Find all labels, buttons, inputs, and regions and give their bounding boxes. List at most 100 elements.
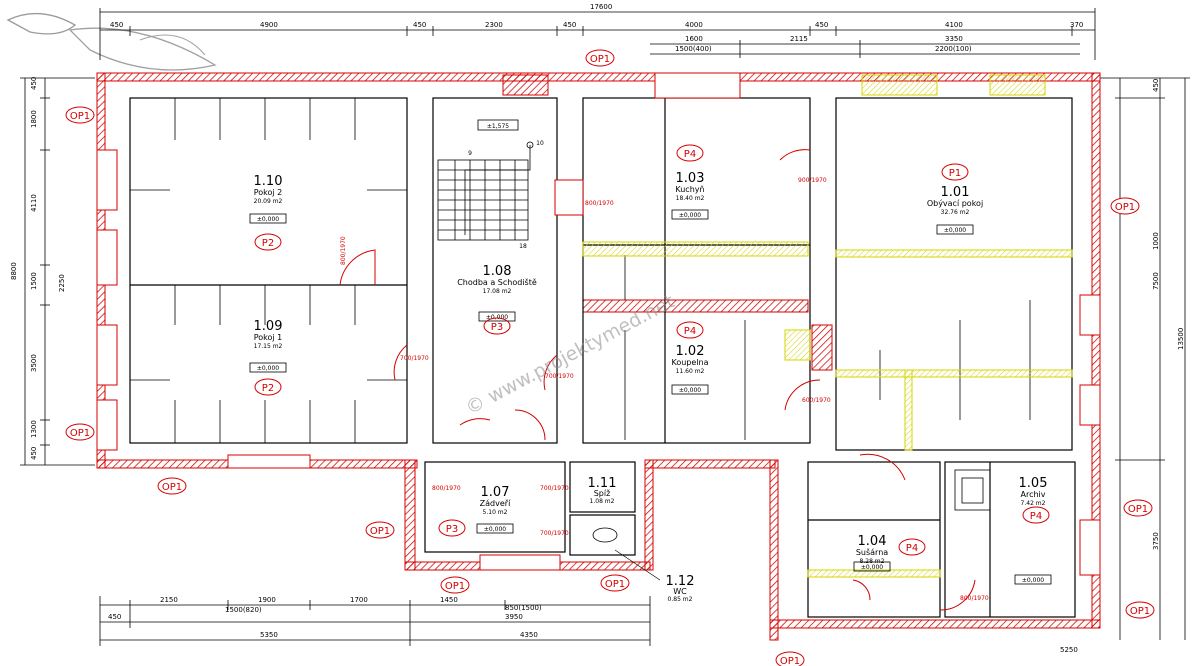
room-number: 1.09: [254, 319, 283, 334]
room-1-09: 1.09 Pokoj 1 17.15 m2 ±0,000 P2: [249, 319, 287, 396]
dim-top3-2: 2200(100): [935, 45, 972, 53]
wall-tag-5: OP1: [370, 526, 390, 537]
watermark-text: © www.projektymed.net: [462, 291, 678, 420]
dim-bottom-1: 2150: [160, 596, 178, 604]
floor-tag: P4: [684, 149, 696, 160]
dim-left-4: 1500: [30, 272, 38, 290]
room-number: 1.03: [676, 171, 705, 186]
dim-right-4: 13500: [1177, 328, 1185, 350]
dim-top-6: 4000: [685, 21, 703, 29]
room-number: 1.04: [858, 534, 887, 549]
dim-top2-1: 1600: [685, 35, 703, 43]
room-name: Koupelna: [671, 358, 708, 367]
dim-left-1: 450: [30, 77, 38, 90]
floor-tag: P3: [446, 524, 458, 535]
room-1-04: 1.04 Sušárna 8.28 m2 ±0,000 P4: [853, 534, 926, 572]
bottom-dimensions: [99, 596, 651, 646]
room-1-05: 1.05 Archiv 7.42 m2 P4 ±0,000: [1014, 476, 1052, 585]
room-number: 1.11: [588, 476, 617, 491]
room-level: ±0,000: [861, 564, 883, 571]
door-label-8: 700/1970: [540, 530, 569, 537]
room-number: 1.01: [941, 185, 970, 200]
dim-top-9: 370: [1070, 21, 1083, 29]
dim-top2-3: 3350: [945, 35, 963, 43]
room-level: ±0,000: [944, 227, 966, 234]
dim-top2-2: 2115: [790, 35, 808, 43]
wall-tag-9: OP1: [1128, 504, 1148, 515]
leaf-logo-icon: [6, 12, 217, 71]
door-label-10: 800/1970: [432, 485, 461, 492]
floor-tag: P4: [684, 326, 696, 337]
room-level: ±0,000: [257, 216, 279, 223]
room-1-10: 1.10 Pokoj 2 20.09 m2 ±0,000 P2: [249, 174, 287, 251]
room-name: Archiv: [1020, 490, 1045, 499]
room-number: 1.02: [676, 344, 705, 359]
stair-count: 18: [519, 243, 527, 250]
floor-tag: P4: [1030, 511, 1042, 522]
dim-left-6: 1300: [30, 420, 38, 438]
door-label-2: 700/1970: [400, 355, 429, 362]
yellow-lintels: [582, 74, 1073, 578]
room-level: ±0,000: [1022, 577, 1044, 584]
dim-bottom-10: 4350: [520, 631, 538, 639]
stair-steps-top: 9: [468, 150, 472, 157]
dim-top-1: 450: [110, 21, 123, 29]
right-dimensions: [1100, 77, 1190, 640]
room-1-08: 1.08 Chodba a Schodiště 17.08 m2 ±0,000 …: [457, 264, 537, 335]
room-area: 17.08 m2: [483, 288, 512, 295]
door-label-4: 800/1970: [585, 200, 614, 207]
staircase: [437, 119, 534, 241]
stair-steps-bottom: 10: [536, 140, 544, 147]
dim-right-3: 7500: [1152, 272, 1160, 290]
dim-top-7: 450: [815, 21, 828, 29]
wall-tag-7: OP1: [605, 579, 625, 590]
dim-top-3: 450: [413, 21, 426, 29]
dim-bottom-6: 1500(820): [225, 606, 262, 614]
door-label-3: 700/1970: [545, 373, 574, 380]
room-name: Chodba a Schodiště: [457, 277, 537, 287]
room-area: 8.28 m2: [860, 558, 885, 565]
wall-tag-11: OP1: [780, 656, 800, 666]
dim-left-3: 4110: [30, 194, 38, 212]
door-label-1: 800/1970: [340, 236, 347, 265]
room-level: ±0,000: [486, 314, 508, 321]
door-label-7: 700/1970: [540, 485, 569, 492]
dim-left-7: 450: [30, 447, 38, 460]
wall-tag-10: OP1: [1130, 606, 1150, 617]
stair-level: ±1,575: [487, 123, 509, 130]
room-1-11: 1.11 Spíž 1.08 m2: [588, 476, 617, 505]
room-name: Sušárna: [856, 547, 888, 557]
floor-tag: P4: [906, 543, 918, 554]
floor-tag: P3: [491, 322, 503, 333]
room-number: 1.08: [483, 264, 512, 279]
floor-tag: P2: [262, 383, 274, 394]
room-name: Pokoj 2: [254, 188, 283, 197]
top-dimensions: [99, 8, 1096, 60]
room-name: Spíž: [594, 489, 611, 498]
dim-bottom-5: 850(1500): [505, 604, 542, 612]
room-area: 18.40 m2: [676, 195, 705, 202]
room-1-01: P1 1.01 Obývací pokoj 32.76 m2 ±0,000: [927, 163, 983, 235]
dim-top3-1: 1500(400): [675, 45, 712, 53]
dim-left-8: 2250: [58, 274, 66, 292]
dim-left-overall: 8800: [10, 262, 18, 280]
room-name: Obývací pokoj: [927, 199, 983, 208]
room-area: 32.76 m2: [941, 209, 970, 216]
fixtures: [592, 469, 991, 543]
room-number: 1.12: [666, 574, 695, 589]
room-1-03: P4 1.03 Kuchyň 18.40 m2 ±0,000: [671, 144, 709, 220]
room-name: Kuchyň: [675, 184, 704, 194]
dim-bottom-7: 450: [108, 613, 121, 621]
floor-tag: P1: [949, 168, 961, 179]
left-dimensions: [20, 77, 95, 466]
room-area: 0.85 m2: [668, 596, 693, 603]
dim-left-5: 3500: [30, 354, 38, 372]
dim-top-2: 4900: [260, 21, 278, 29]
room-area: 20.09 m2: [254, 198, 283, 205]
wall-tags: OP1 OP1 OP1 OP1 OP1 OP1 OP1 OP1 OP1 OP1 …: [65, 49, 1155, 666]
dim-bottom-2: 1900: [258, 596, 276, 604]
room-area: 17.15 m2: [254, 343, 283, 350]
room-name: Pokoj 1: [254, 333, 283, 342]
dim-right-1: 450: [1152, 79, 1160, 92]
